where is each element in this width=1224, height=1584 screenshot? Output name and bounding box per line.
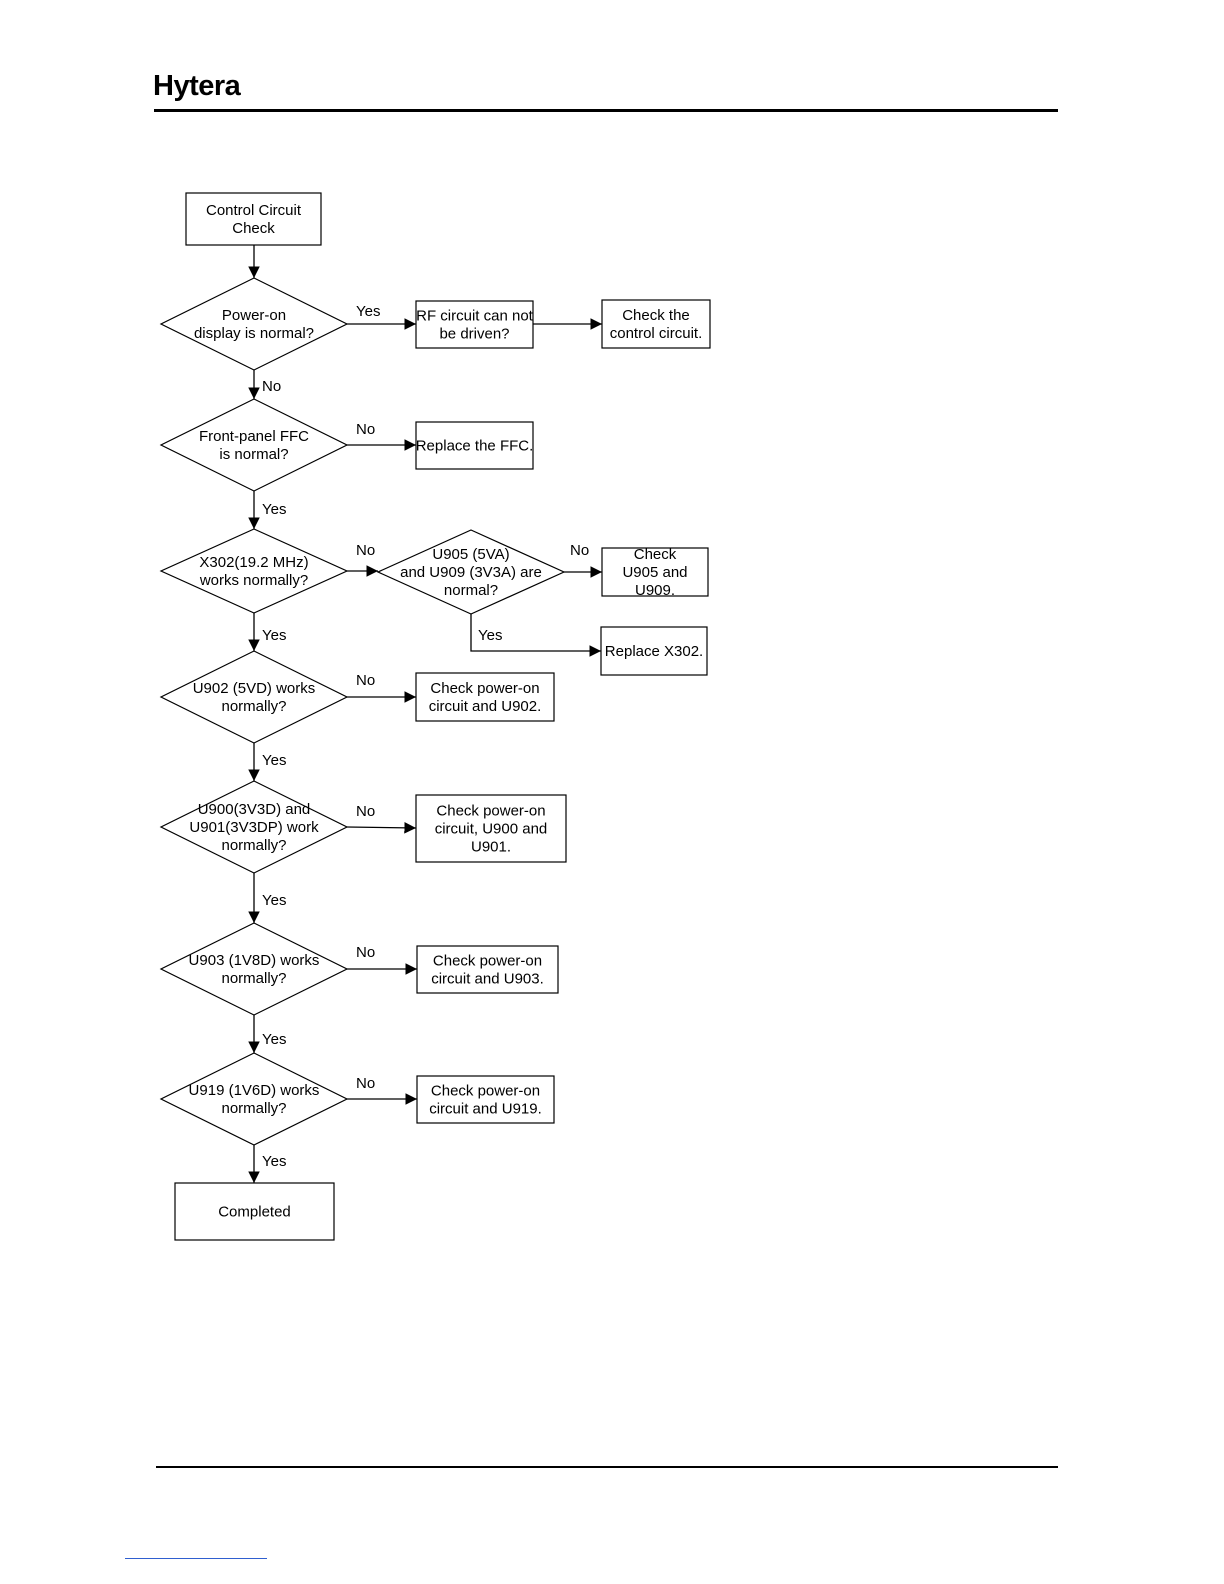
edge-u900-yes-label: Yes (262, 892, 286, 909)
decision-u903-text: U903 (1V8D) works (189, 952, 320, 969)
decision-front-panel-ffc-text: is normal? (219, 446, 288, 463)
process-check-u905-u909-text: Check (634, 546, 677, 563)
edge-u900-no (346, 821, 417, 834)
decision-x302-text: X302(19.2 MHz) (199, 554, 308, 571)
edge-u902-no-label: No (356, 672, 375, 689)
process-check-u919-text: Check power-on (431, 1083, 540, 1100)
decision-u902-text: normally? (221, 698, 286, 715)
decision-front-panel-ffc (159, 398, 349, 492)
decision-u902 (159, 650, 349, 744)
process-check-u919 (416, 1075, 555, 1124)
edge-power-yes-label: Yes (356, 303, 380, 320)
decision-u900-u901-text: U901(3V3DP) work (189, 819, 319, 836)
process-check-u903-text: Check power-on (433, 953, 542, 970)
decision-u905-u909-text: and U909 (3V3A) are (400, 564, 542, 581)
decision-u905-u909-text: normal? (444, 582, 498, 599)
process-rf-circuit-text: RF circuit can not (416, 308, 534, 325)
decision-u902-text: U902 (5VD) works (193, 680, 316, 697)
brand-logo: Hytera (153, 70, 241, 102)
process-check-u900-u901-text: Check power-on (436, 803, 545, 820)
edge-u905-yes (470, 614, 601, 657)
process-rf-circuit-text: be driven? (439, 326, 509, 343)
edge-u903-no-label: No (356, 944, 375, 961)
process-replace-ffc-text: Replace the FFC. (416, 438, 534, 455)
process-check-u900-u901-text: circuit, U900 and (435, 821, 548, 838)
edge-u919-no-label: No (356, 1075, 375, 1092)
edge-ffc-no-label: No (356, 421, 375, 438)
process-check-control (601, 299, 711, 349)
start-box-text: Check (232, 220, 275, 237)
decision-u919-text: normally? (221, 1100, 286, 1117)
process-replace-x302-text: Replace X302. (605, 643, 703, 660)
decision-u903-text: normally? (221, 970, 286, 987)
edge-x302-no-label: No (356, 542, 375, 559)
process-check-u900-u901-text: U901. (471, 839, 511, 856)
decision-power-on-display (159, 277, 349, 371)
decision-u900-u901-text: normally? (221, 837, 286, 854)
start-box-text: Control Circuit (206, 202, 302, 219)
decision-power-on-display-text: display is normal? (194, 325, 314, 342)
decision-u903 (159, 922, 349, 1016)
decision-u900-u901-text: U900(3V3D) and (198, 801, 311, 818)
process-check-u902 (415, 672, 555, 722)
process-check-u902-text: circuit and U902. (429, 698, 542, 715)
process-replace-x302 (600, 626, 708, 676)
process-check-control-text: Check the (622, 307, 690, 324)
process-check-u905-u909 (601, 547, 709, 597)
footer-divider (156, 1466, 1058, 1468)
edge-u905-yes-label: Yes (478, 627, 502, 644)
edge-u905-no-label: No (570, 542, 589, 559)
decision-x302-text: works normally? (199, 572, 308, 589)
process-check-control-text: control circuit. (610, 325, 703, 342)
decision-u919 (159, 1052, 349, 1146)
edge-x302-yes-label: Yes (262, 627, 286, 644)
edge-u902-yes-label: Yes (262, 752, 286, 769)
process-check-u902-text: Check power-on (430, 680, 539, 697)
decision-u919-text: U919 (1V6D) works (189, 1082, 320, 1099)
decision-power-on-display-text: Power-on (222, 307, 286, 324)
process-check-u903 (416, 945, 559, 994)
process-check-u905-u909-text: U909. (635, 582, 675, 599)
edge-u903-yes-label: Yes (262, 1031, 286, 1048)
process-replace-ffc (415, 421, 534, 470)
end-box-text: Completed (218, 1204, 291, 1221)
end-box (174, 1182, 335, 1241)
edge-power-no-label: No (262, 378, 281, 395)
header-divider (154, 109, 1058, 112)
footer-link-underline (125, 1558, 267, 1559)
edge-u919-yes-label: Yes (262, 1153, 286, 1170)
edge-ffc-yes-label: Yes (262, 501, 286, 518)
decision-u905-u909-text: U905 (5VA) (432, 546, 509, 563)
start-box (185, 192, 322, 246)
process-check-u919-text: circuit and U919. (429, 1101, 542, 1118)
process-check-u905-u909-text: U905 and (622, 564, 687, 581)
decision-front-panel-ffc-text: Front-panel FFC (199, 428, 309, 445)
process-check-u903-text: circuit and U903. (431, 971, 544, 988)
decision-x302 (159, 528, 349, 614)
process-check-u900-u901 (415, 794, 567, 863)
edge-u900-no-label: No (356, 803, 375, 820)
